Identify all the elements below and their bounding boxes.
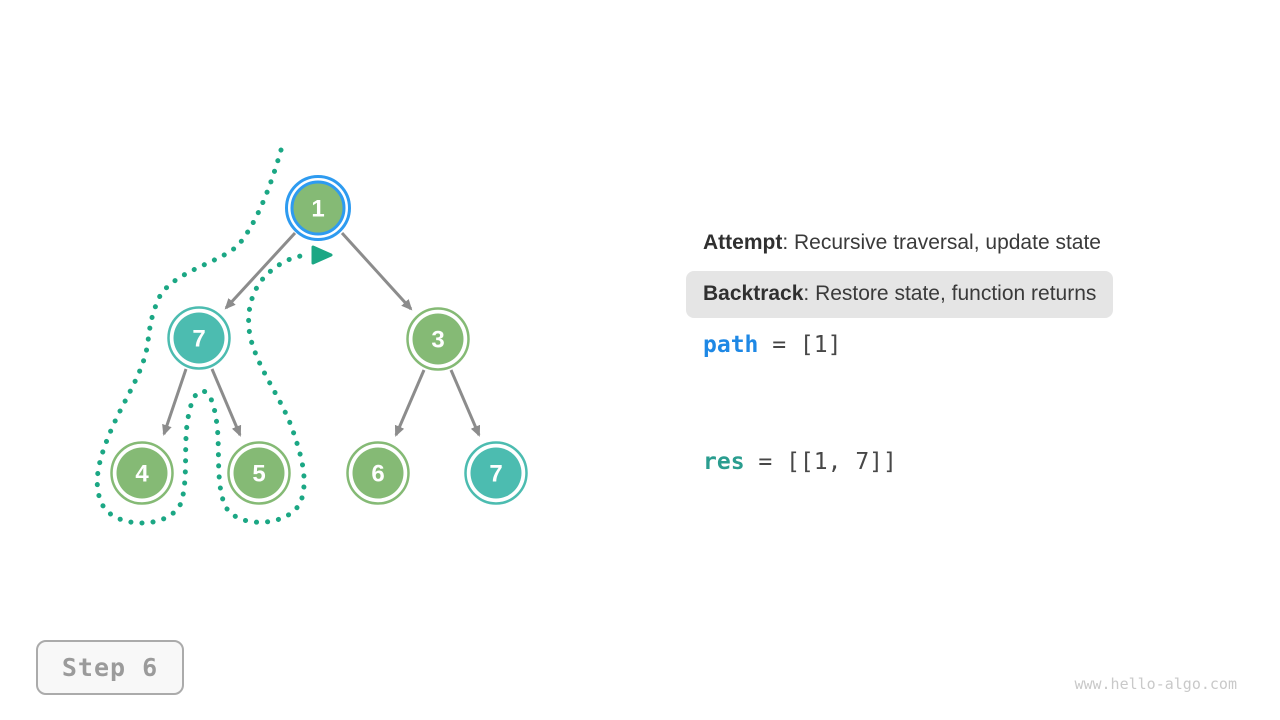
tree-node-3: 3 [406, 307, 470, 371]
backtrack-keyword: Backtrack [703, 282, 804, 305]
tree-node-6-label: 6 [371, 461, 384, 488]
res-state-line: res = [[1, 7]] [703, 449, 897, 475]
backtrack-description: : Restore state, function returns [803, 282, 1097, 305]
edge-3-6 [394, 369, 426, 437]
step-badge: Step 6 [36, 640, 184, 695]
edge-7-5 [210, 368, 242, 437]
tree-node-5-label: 5 [252, 461, 265, 488]
res-value: = [[1, 7]] [744, 449, 897, 475]
attempt-note: Attempt: Recursive traversal, update sta… [703, 231, 1101, 255]
backtrack-trail [94, 147, 307, 526]
tree-node-3-label: 3 [431, 327, 444, 354]
edge-7-4 [162, 368, 188, 436]
tree-node-7-left: 7 [167, 306, 231, 370]
tree-node-4: 4 [110, 441, 174, 505]
tree-node-7-right: 7 [464, 441, 528, 505]
watermark: www.hello-algo.com [1074, 675, 1237, 693]
attempt-keyword: Attempt [703, 231, 783, 254]
tree-node-6: 6 [346, 441, 410, 505]
edge-1-7 [224, 231, 297, 310]
step-badge-label: Step 6 [61, 653, 159, 682]
backtrack-note: Backtrack: Restore state, function retur… [686, 271, 1114, 318]
path-state-line: path = [1] [703, 332, 841, 358]
tree-node-7-left-label: 7 [192, 326, 205, 353]
traversal-arrowhead-icon [311, 245, 333, 265]
res-variable: res [703, 449, 745, 475]
tree-node-4-label: 4 [135, 461, 149, 488]
path-value: = [1] [758, 332, 842, 358]
tree-node-1-label: 1 [311, 196, 324, 223]
edge-1-3 [340, 231, 413, 311]
tree-node-7-right-label: 7 [489, 461, 502, 488]
path-variable: path [703, 332, 759, 358]
edge-3-7 [449, 369, 481, 437]
attempt-description: : Recursive traversal, update state [782, 231, 1101, 254]
tree-node-1-root: 1 [285, 175, 351, 241]
tree-edges [162, 231, 481, 437]
tree-node-5: 5 [227, 441, 291, 505]
